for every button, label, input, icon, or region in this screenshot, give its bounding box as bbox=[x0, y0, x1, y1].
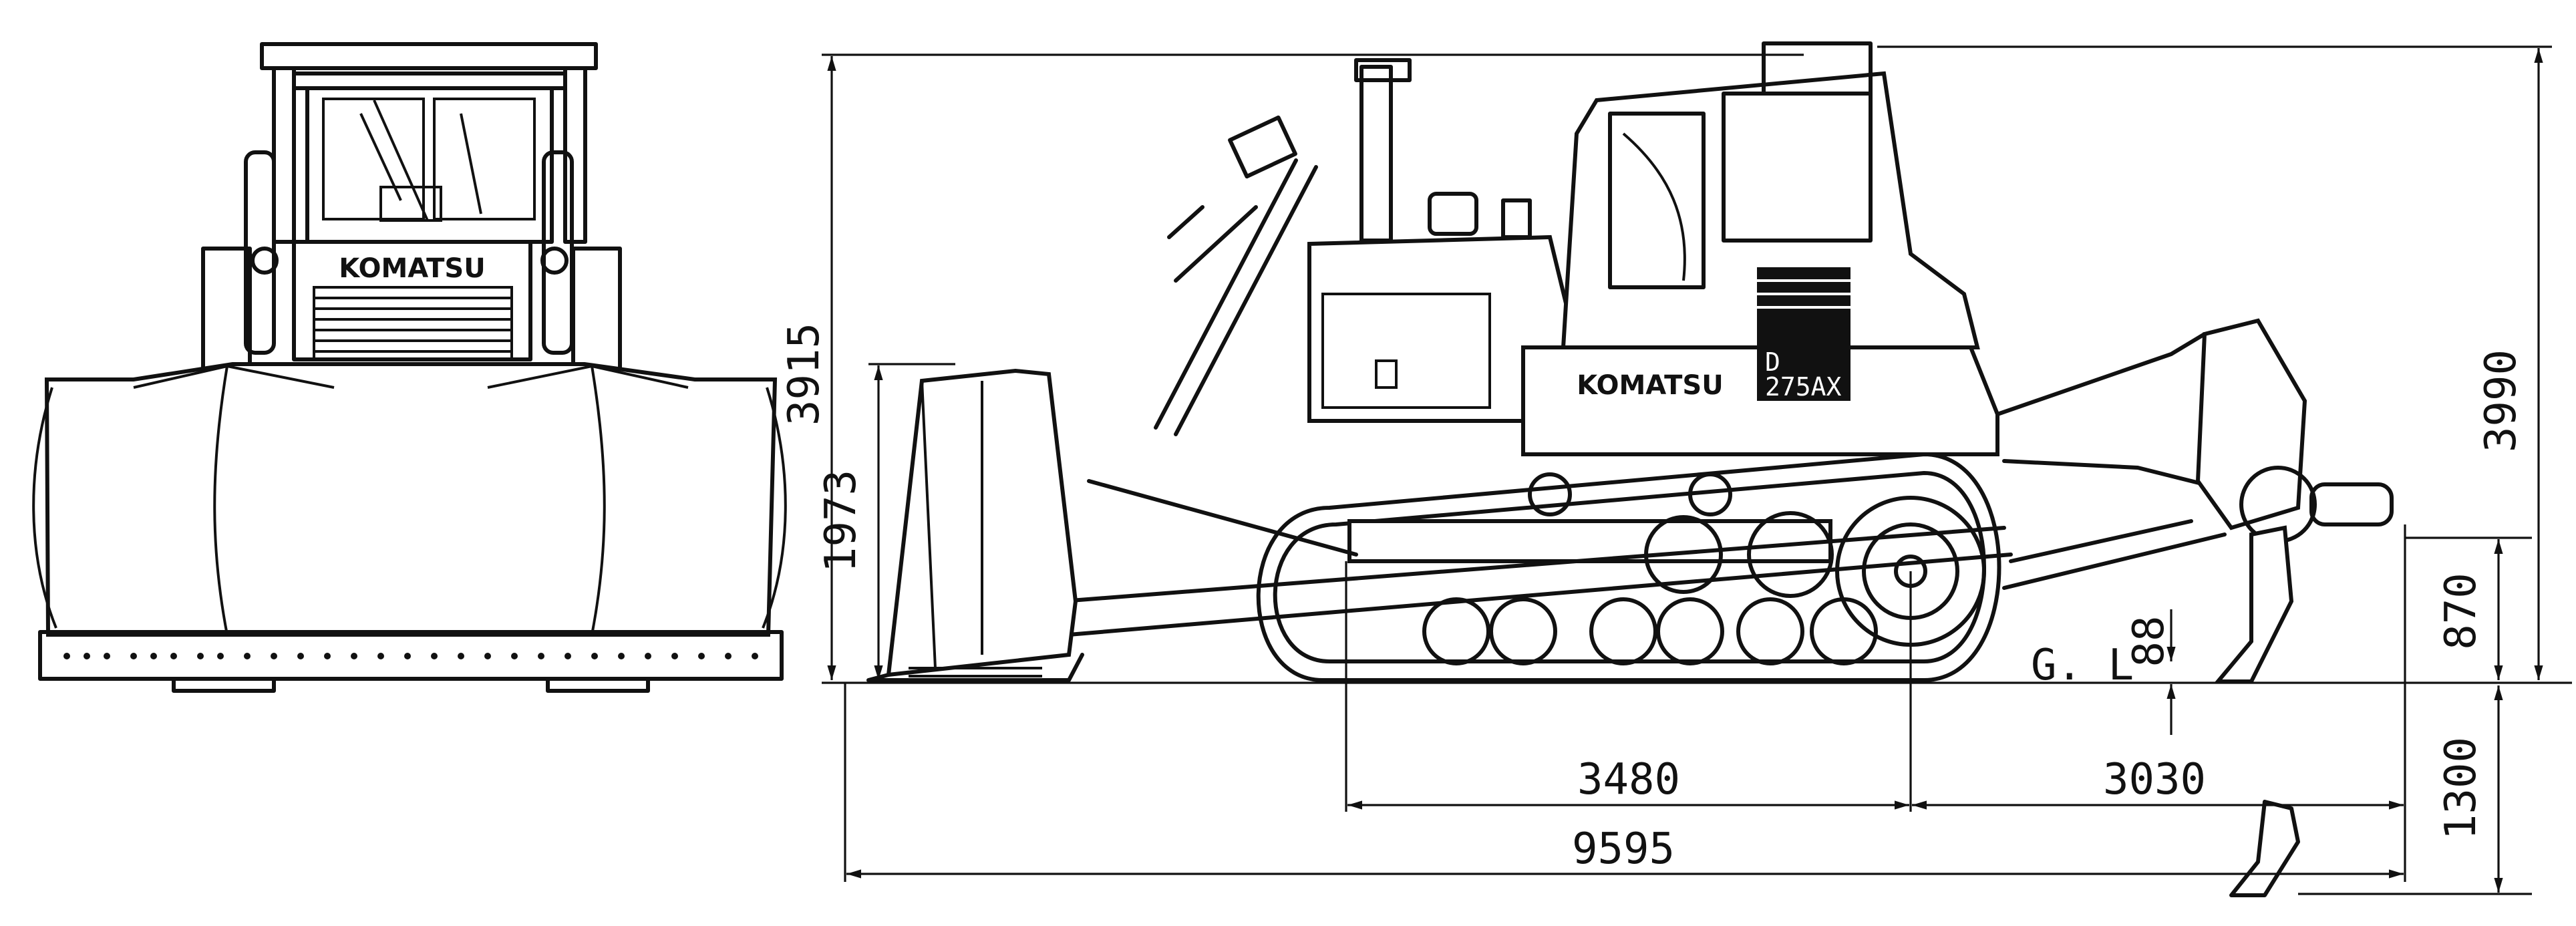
dim-ripper-height: 870 bbox=[2436, 573, 2486, 650]
dim-height-3915: 3915 bbox=[780, 323, 829, 426]
dim-overall-height: 3990 bbox=[2476, 349, 2526, 452]
dim-ground-clearance: 88 bbox=[2124, 615, 2174, 667]
dim-ripper-depth: 1300 bbox=[2436, 737, 2486, 840]
front-brand-logo: KOMATSU bbox=[339, 253, 485, 284]
dim-blade-height: 1973 bbox=[816, 470, 866, 573]
side-view: KOMATSU D 275AX bbox=[866, 41, 2394, 897]
side-brand-logo: KOMATSU bbox=[1577, 370, 1723, 401]
model-number: 275AX bbox=[1765, 372, 1842, 402]
dim-overall-length: 9595 bbox=[1572, 824, 1675, 874]
exhaust-stack bbox=[1359, 65, 1393, 243]
bolt-row bbox=[63, 653, 758, 659]
grille-lines bbox=[313, 286, 513, 361]
model-plate bbox=[1757, 267, 1850, 401]
ripper-lowered bbox=[2229, 800, 2300, 897]
ground-label: G. L bbox=[2031, 641, 2134, 690]
dim-track-length: 3480 bbox=[1577, 755, 1680, 804]
model-prefix: D bbox=[1765, 347, 1780, 377]
dimension-lines: G. L 3990 3915 1973 870 1300 88 3480 bbox=[780, 45, 2572, 895]
front-view: KOMATSU bbox=[32, 42, 787, 693]
dim-rear-overhang: 3030 bbox=[2103, 755, 2206, 804]
